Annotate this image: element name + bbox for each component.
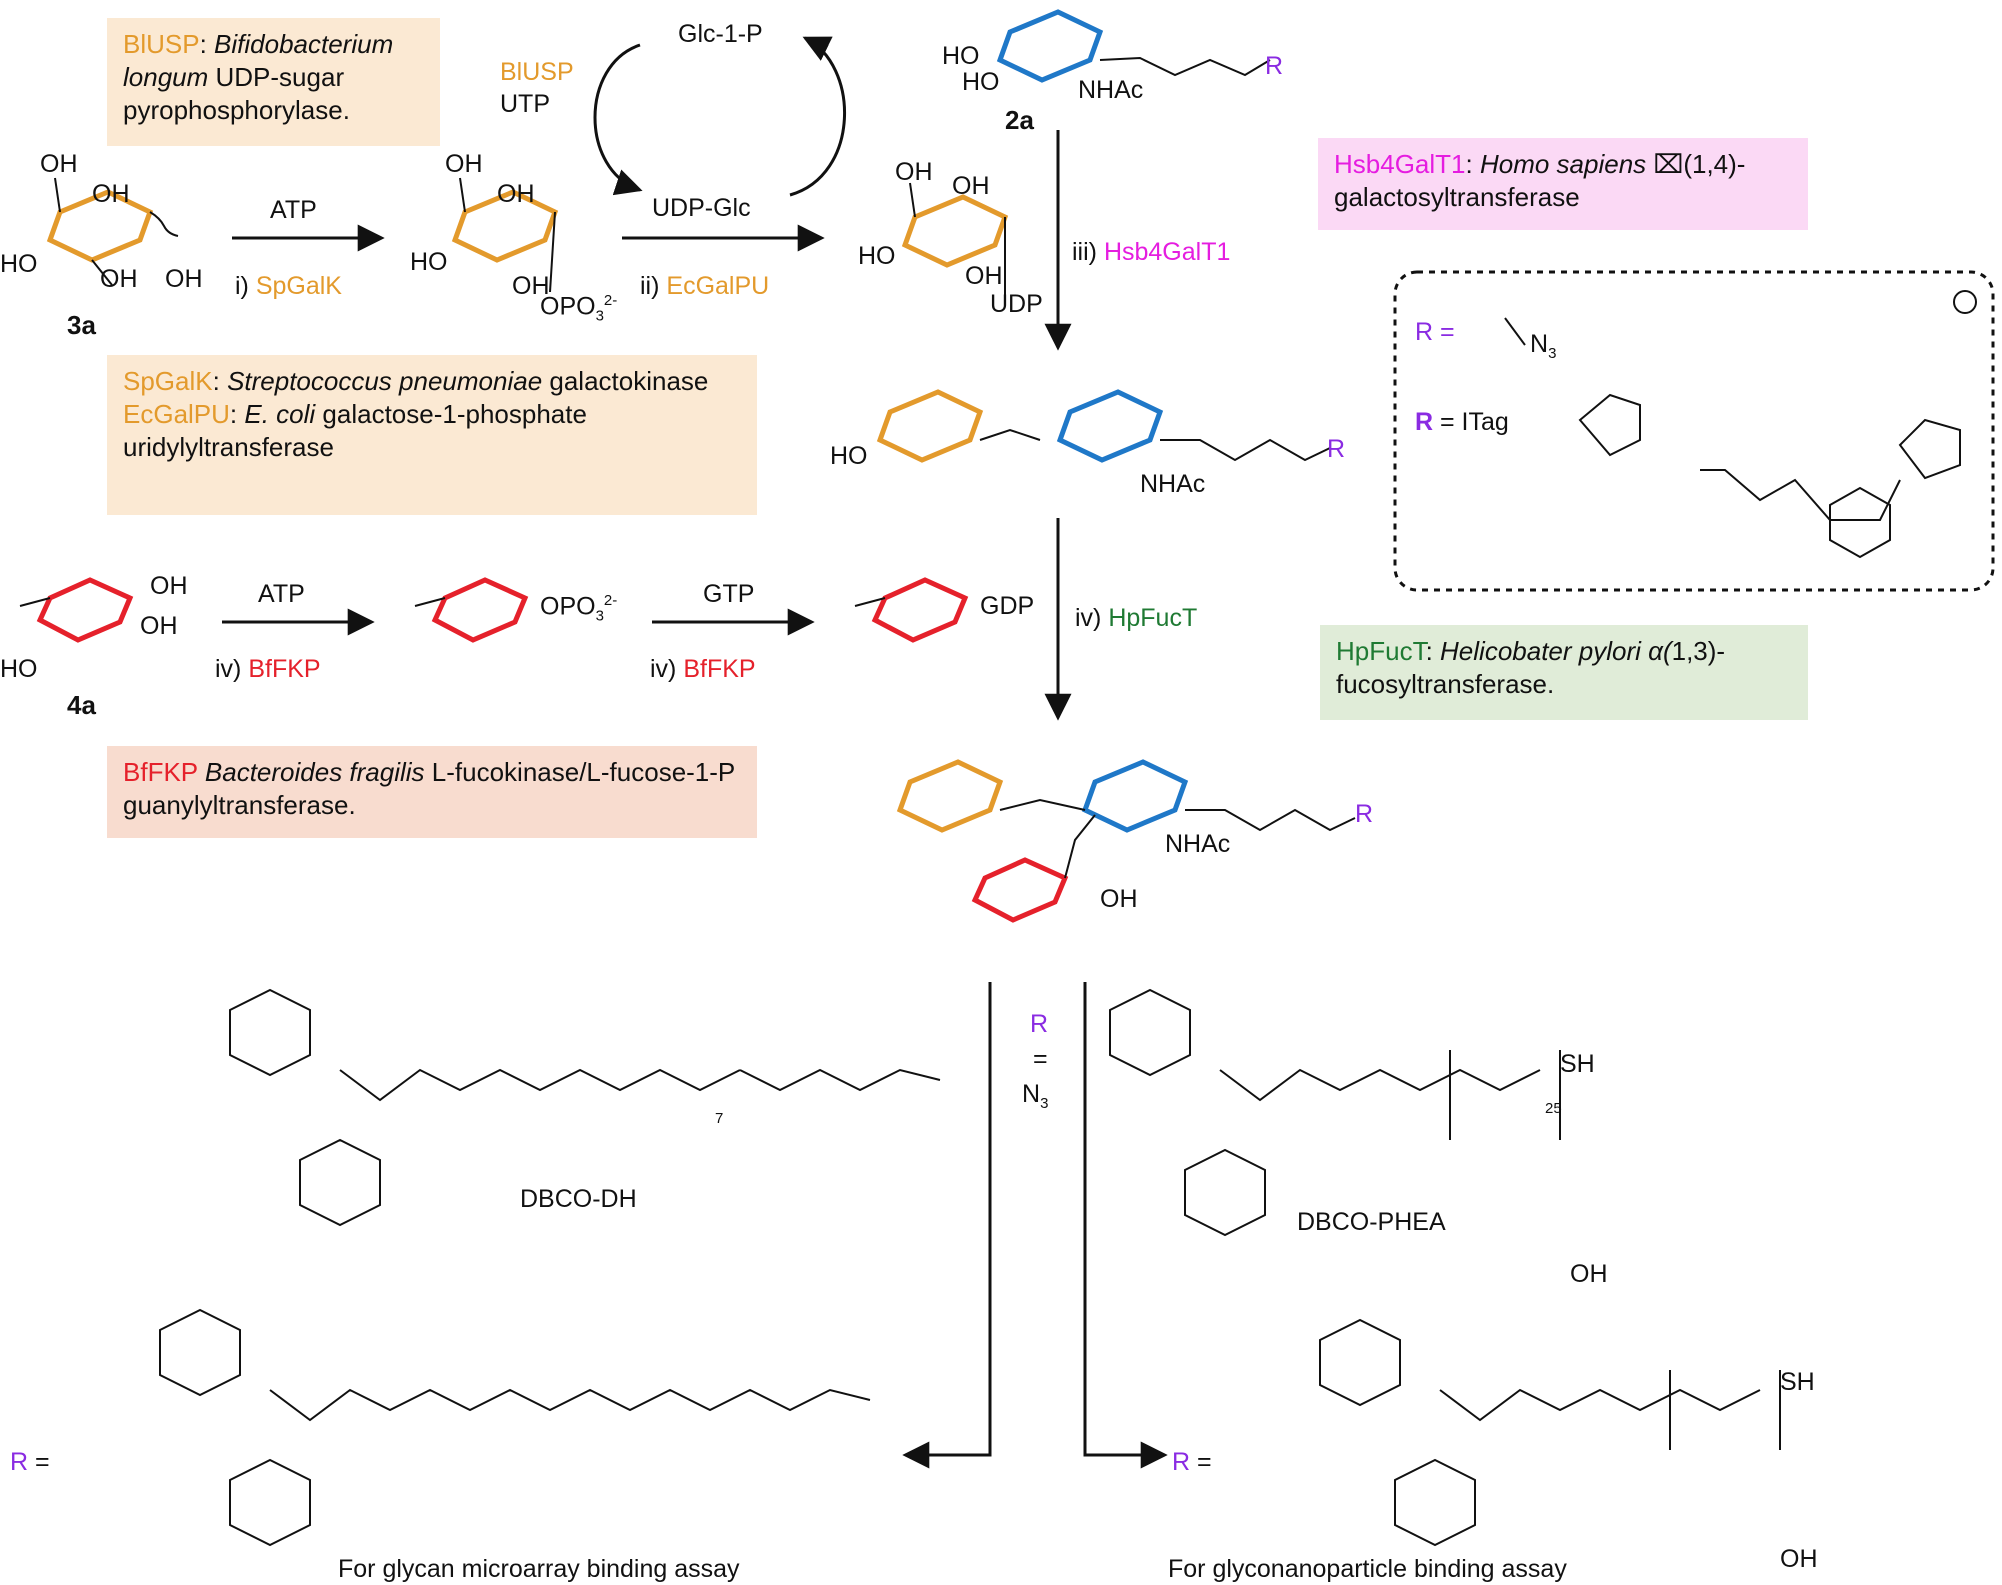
step-ii-label: ii) EcGalPU <box>640 272 770 300</box>
label-oh-udpgal-top: OH <box>895 158 933 186</box>
label-oh-3a-top: OH <box>40 150 78 178</box>
compound-label-2a: 2a <box>1005 105 1034 135</box>
reagent-atp-1: ATP <box>270 196 317 224</box>
label-dbco-phea: DBCO-PHEA <box>1297 1208 1446 1236</box>
step-iv-bffkp-1: iv) BfFKP <box>215 655 321 683</box>
hsb4-abbr: Hsb4GalT1 <box>1334 149 1466 179</box>
ecgalpu-abbr: EcGalPU <box>123 399 230 429</box>
label-r-equals-right: R = <box>1172 1448 1212 1476</box>
label-r-lex: R <box>1355 800 1374 828</box>
label-oh-3a-c2: OH <box>100 265 138 293</box>
legend-n3: N3 <box>1530 330 1557 362</box>
legend-r-equals: R = <box>1415 318 1455 346</box>
cycle-arrow-left <box>593 43 643 196</box>
step-iv-bffkp-2: iv) BfFKP <box>650 655 756 683</box>
label-oh-lex-fuc: OH <box>1100 885 1138 913</box>
label-equals-middle: = <box>1033 1045 1048 1073</box>
compound-label-3a: 3a <box>67 310 96 340</box>
label-ho-2a-c4: HO <box>942 42 980 70</box>
label-ho-udpgal: HO <box>858 242 896 270</box>
itag-structure <box>1504 290 1977 559</box>
label-oh-4a-c2: OH <box>140 612 178 640</box>
caption-microarray-assay: For glycan microarray binding assay <box>338 1555 740 1583</box>
reagent-utp: UTP <box>500 90 550 118</box>
compound-label-4a: 4a <box>67 690 96 720</box>
cycle-arrow-right <box>789 36 846 197</box>
label-oh-4a-c1: OH <box>150 572 188 600</box>
label-r-equals-left: R = <box>10 1448 50 1476</box>
label-r-lacnac: R <box>1327 435 1346 463</box>
bffkp-abbr: BfFKP <box>123 757 198 787</box>
label-ho-gal1p: HO <box>410 248 448 276</box>
reagent-gtp: GTP <box>703 580 755 608</box>
galactose-1-phosphate-structure <box>451 177 559 293</box>
label-r-2a: R <box>1265 52 1284 80</box>
udp-galactose-structure <box>901 182 1009 300</box>
lewis-x-trisaccharide-structure <box>896 759 1356 923</box>
label-r-middle: R <box>1030 1010 1049 1038</box>
reagent-blusp: BlUSP <box>500 58 574 86</box>
label-n3-middle: N3 <box>1022 1080 1049 1112</box>
arrow-to-right-conjugate <box>1083 982 1168 1469</box>
fucose-4a-structure <box>19 577 134 643</box>
bffkp-info-box: BfFKP Bacteroides fragilis L-fucokinase/… <box>107 746 757 838</box>
label-nhac-2a: NHAc <box>1078 76 1144 104</box>
gdp-fucose-structure <box>854 577 969 643</box>
step-i-label: i) SpGalK <box>235 272 342 300</box>
hpfuct-abbr: HpFucT <box>1336 636 1426 666</box>
dbco-dh-structure <box>229 988 941 1227</box>
reagent-glc1p: Glc-1-P <box>678 20 763 48</box>
label-gdp: GDP <box>980 592 1035 620</box>
arrow-to-left-conjugate <box>902 982 992 1469</box>
label-oh-udpgal-c6: OH <box>952 172 990 200</box>
r-group-legend-box <box>1393 270 1995 592</box>
label-oh-udpgal-c2: OH <box>965 262 1003 290</box>
label-sh-phea: SH <box>1560 1050 1595 1078</box>
label-ho-3a: HO <box>0 250 38 278</box>
legend-r-itag: R = ITag <box>1415 408 1509 436</box>
caption-glyconanoparticle-assay: For glyconanoparticle binding assay <box>1168 1555 1567 1583</box>
reagent-atp-2: ATP <box>258 580 305 608</box>
dbco-phea-structure <box>1109 988 1561 1237</box>
label-dbco-dh: DBCO-DH <box>520 1185 637 1213</box>
label-opo3-gal1p: OPO32- <box>540 292 618 325</box>
label-oh-3a-c6: OH <box>92 180 130 208</box>
glcnac-2a-structure <box>996 9 1271 83</box>
spgalk-ecgalpu-info-box: SpGalK: Streptococcus pneumoniae galacto… <box>107 355 757 515</box>
label-ho-2a-c3: HO <box>962 68 1000 96</box>
blusp-info-box: BlUSP: Bifidobacterium longum UDP-sugar … <box>107 18 440 146</box>
label-oh-gal1p-top: OH <box>445 150 483 178</box>
label-sh-conjugate: SH <box>1780 1368 1815 1396</box>
galactose-3a-structure <box>46 177 179 286</box>
label-ho-4a: HO <box>0 655 38 683</box>
label-sub-25-phea: 25 <box>1545 1100 1562 1117</box>
label-oh-conjugate: OH <box>1780 1545 1818 1573</box>
lacnac-disaccharide-structure <box>876 389 1331 463</box>
label-oh-gal1p-c6: OH <box>497 180 535 208</box>
hsb4-organism: Homo sapiens <box>1479 149 1647 179</box>
blusp-abbr: BlUSP <box>123 29 200 59</box>
fucose-1-phosphate-structure <box>414 577 529 643</box>
label-oh-gal1p-c2: OH <box>512 272 550 300</box>
label-oh-phea: OH <box>1570 1260 1608 1288</box>
right-conjugate-structure <box>1319 1318 1781 1547</box>
step-iii-label: iii) Hsb4GalT1 <box>1072 238 1231 266</box>
label-nhac-lacnac: NHAc <box>1140 470 1206 498</box>
label-oh-3a-c1: OH <box>165 265 203 293</box>
hsb4galt1-info-box: Hsb4GalT1: Homo sapiens ⌧(1,4)-galactosy… <box>1318 138 1808 230</box>
left-conjugate-structure <box>159 1308 871 1547</box>
reagent-udpglc: UDP-Glc <box>652 194 751 222</box>
label-udp: UDP <box>990 290 1043 318</box>
blusp-organism: Bifidobacterium longum <box>123 29 394 92</box>
step-iv-hpfuct: iv) HpFucT <box>1075 604 1198 632</box>
hpfuct-info-box: HpFucT: Helicobater pylori α(1,3)-fucosy… <box>1320 625 1808 720</box>
label-ho-lacnac: HO <box>830 442 868 470</box>
label-nhac-lex: NHAc <box>1165 830 1231 858</box>
label-opo3-fuc1p: OPO32- <box>540 592 618 625</box>
spgalk-abbr: SpGalK <box>123 366 213 396</box>
label-sub-7-dh-1: 7 <box>715 1110 724 1127</box>
